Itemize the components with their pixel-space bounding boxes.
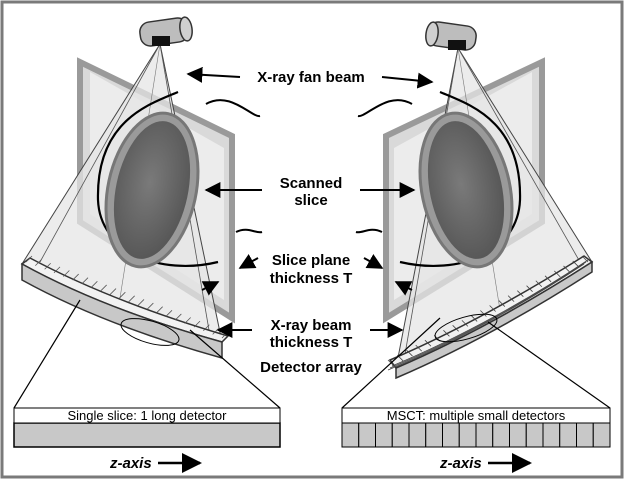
detector-cell <box>425 422 443 448</box>
label-scanned-slice-1: Scanned <box>280 175 343 192</box>
right-z-axis: z-axis <box>439 453 532 473</box>
detector-cell <box>408 422 427 448</box>
detector-cell <box>576 422 594 448</box>
detector-cell <box>492 422 510 448</box>
single-detector-bar <box>13 422 281 448</box>
label-fan-beam: X-ray fan beam <box>257 69 365 86</box>
detector-cell <box>442 422 460 448</box>
left-xray-tube <box>139 16 193 47</box>
left-caption: Single slice: 1 long detector <box>68 408 228 423</box>
right-body-outline <box>399 90 522 267</box>
left-z-axis-label: z-axis <box>109 455 152 472</box>
label-detector-array: Detector array <box>260 359 362 376</box>
label-beam-thickness-2: thickness T <box>270 334 353 351</box>
detector-cell <box>358 422 376 448</box>
detector-cell <box>559 422 577 448</box>
detector-cell <box>458 422 477 448</box>
detector-cell <box>375 422 393 448</box>
center-labels: X-ray fan beam Scanned slice Slice plane… <box>186 66 434 376</box>
right-z-axis-label: z-axis <box>439 455 482 472</box>
left-z-axis: z-axis <box>109 453 202 473</box>
right-detector-array <box>387 255 594 380</box>
detector-cell <box>475 422 494 448</box>
detector-cell <box>525 422 544 448</box>
right-xray-tube <box>425 21 477 51</box>
label-slice-plane-1: Slice plane <box>272 252 350 269</box>
left-scanner <box>13 16 281 448</box>
label-beam-thickness-1: X-ray beam <box>271 317 352 334</box>
right-caption: MSCT: multiple small detectors <box>387 408 566 423</box>
detector-cell <box>391 422 410 448</box>
detector-cell <box>592 422 611 448</box>
left-body-outline <box>96 90 219 267</box>
multi-detector-bar <box>341 422 611 448</box>
detector-cell <box>542 422 561 448</box>
detector-cell <box>509 422 527 448</box>
label-slice-plane-2: thickness T <box>270 270 353 287</box>
right-scanner <box>341 21 611 448</box>
label-scanned-slice-2: slice <box>294 192 327 209</box>
detector-cell <box>341 422 360 448</box>
